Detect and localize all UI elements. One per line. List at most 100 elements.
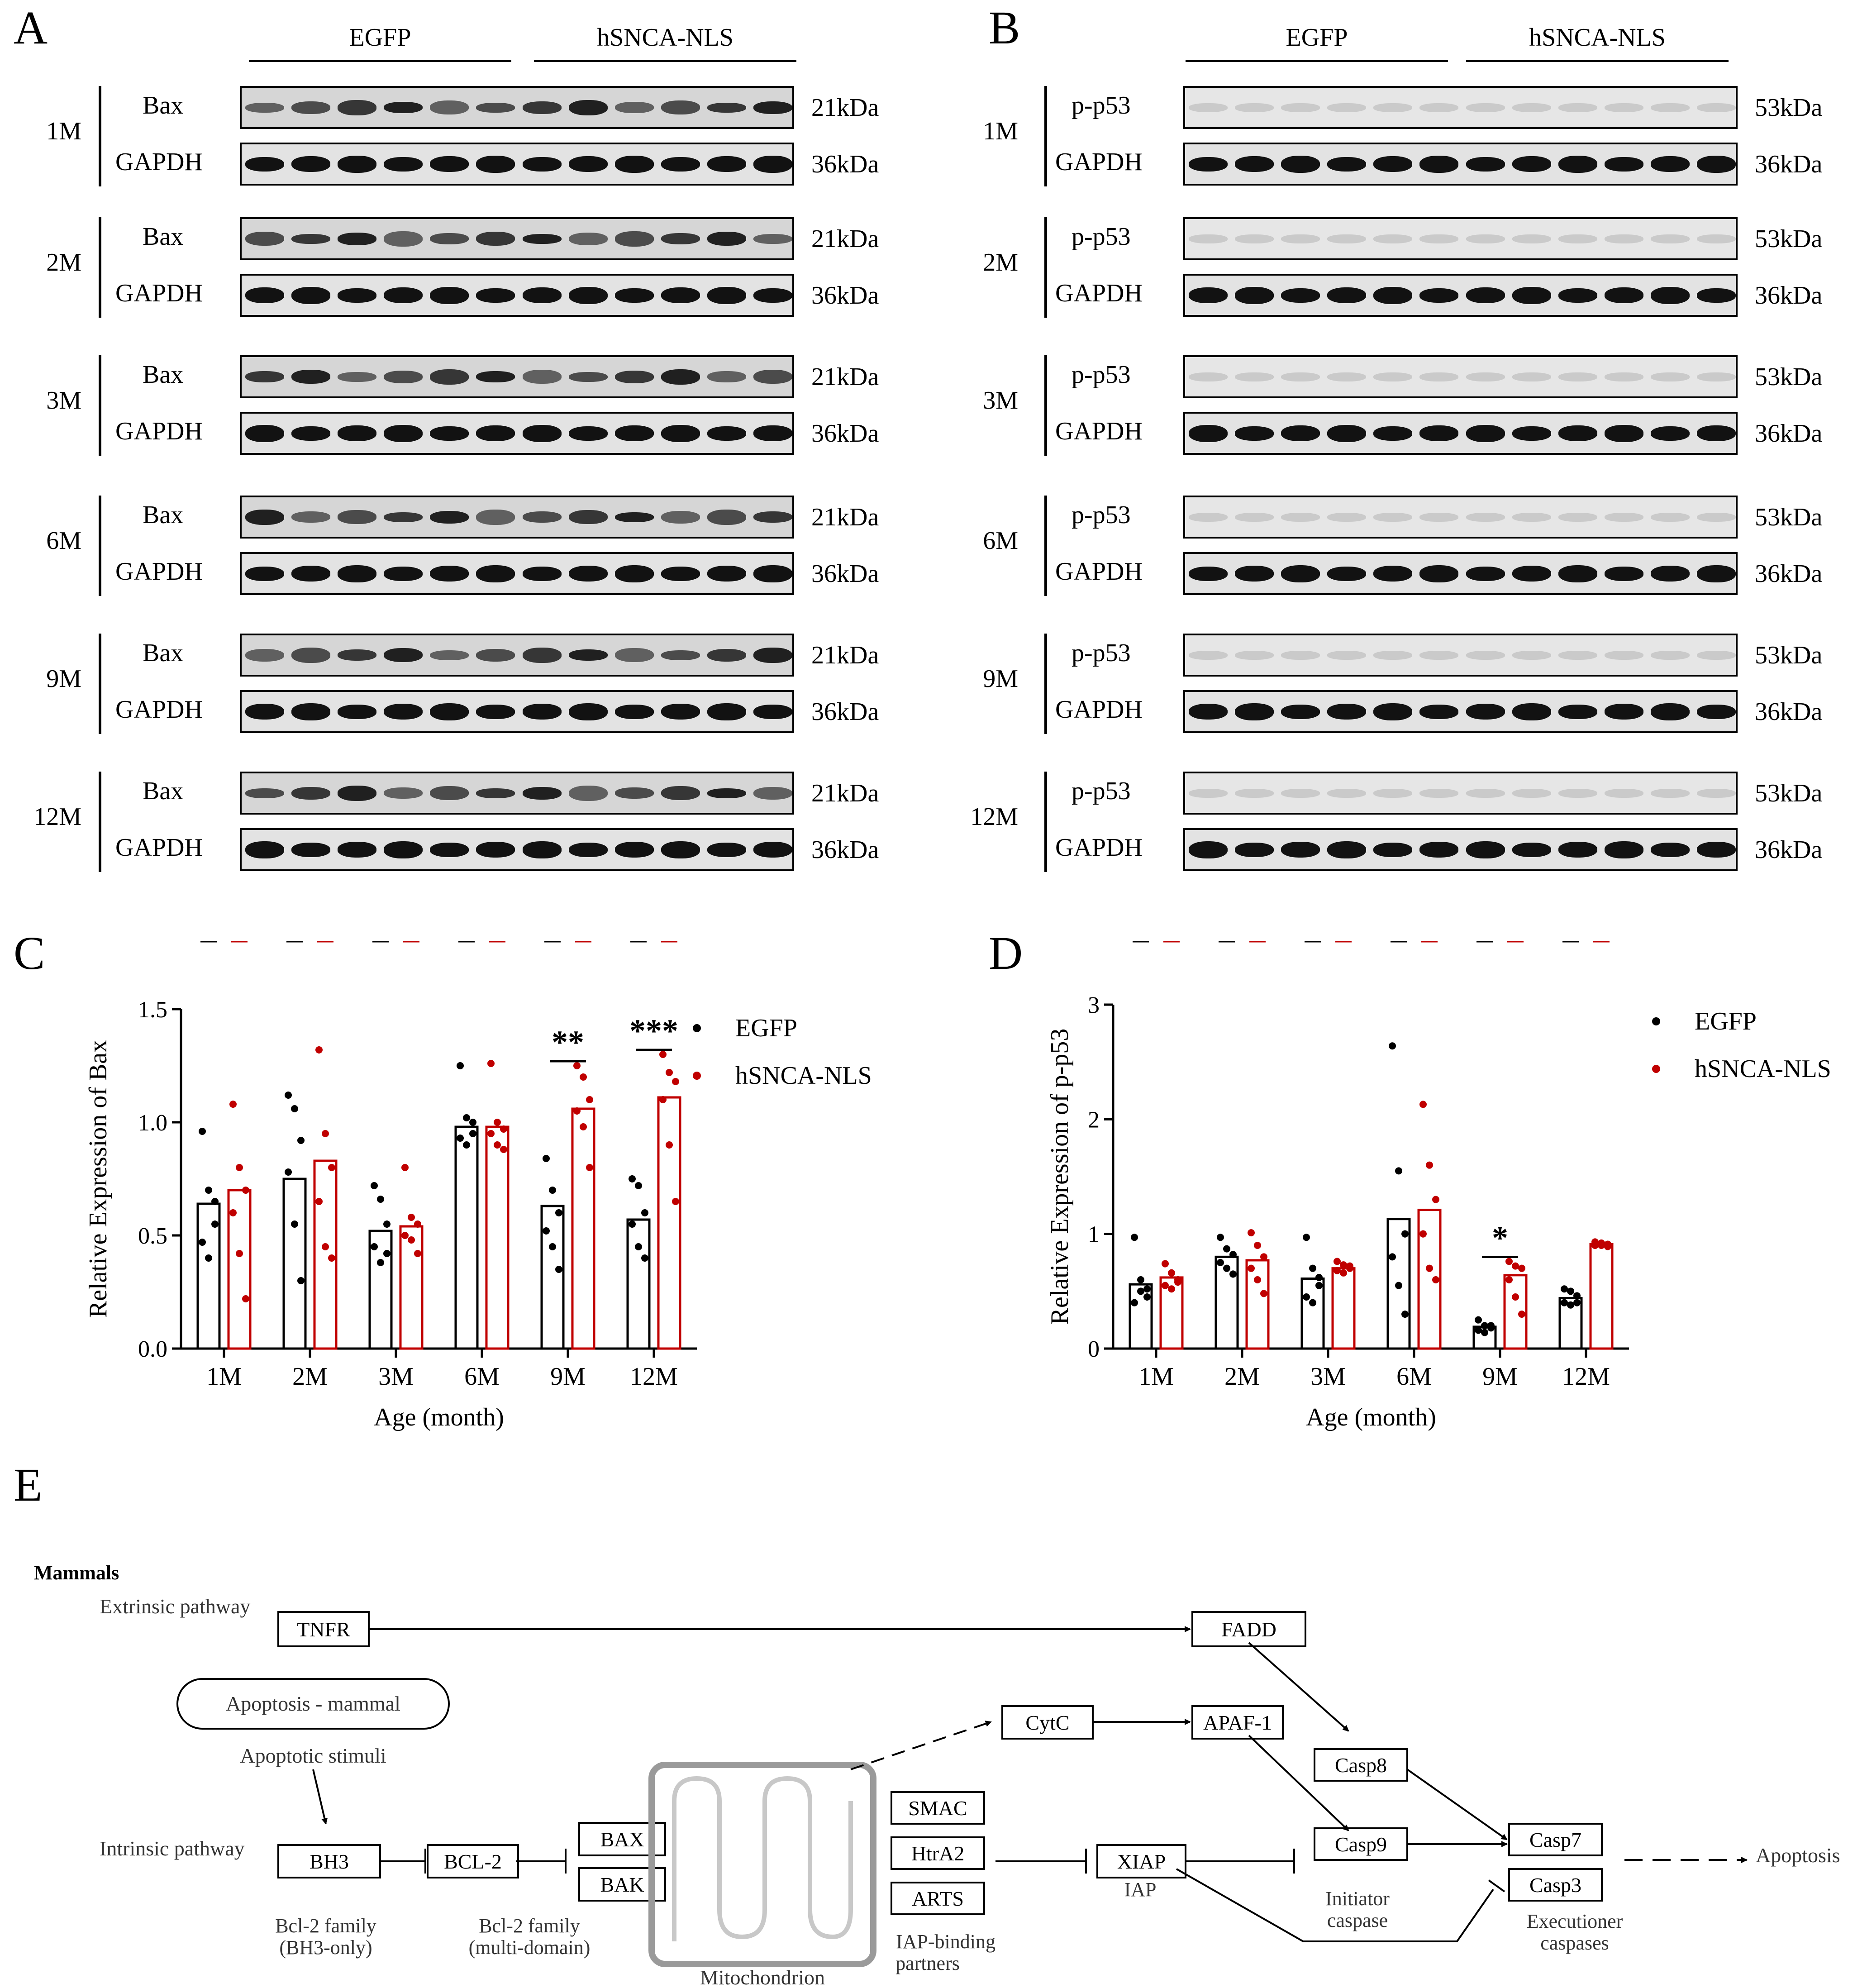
bar-hsnca-nls	[1159, 1276, 1184, 1350]
molecular-weight-label: 53kDa	[1755, 225, 1823, 253]
blot-band	[1512, 842, 1551, 857]
loading-control-label: GAPDH	[1055, 417, 1143, 445]
blot-band	[1327, 372, 1367, 381]
blot-band	[1650, 234, 1690, 243]
data-point	[549, 1187, 556, 1194]
blot-band	[614, 370, 654, 383]
blot-month-label: 3M	[46, 386, 81, 415]
data-point	[1174, 1278, 1181, 1286]
data-point	[1395, 1167, 1402, 1175]
blot-band	[1373, 788, 1413, 798]
y-axis-label: Relative Expression of p-p53	[1046, 1029, 1074, 1325]
data-point	[371, 1243, 378, 1250]
blot-band	[753, 787, 792, 800]
molecular-weight-label: 36kDa	[1755, 150, 1823, 178]
data-point	[1248, 1264, 1255, 1272]
data-point	[229, 1101, 237, 1108]
blot-band	[291, 787, 331, 800]
node-htra2-box[interactable]	[891, 1836, 985, 1870]
blot-band	[1650, 156, 1690, 172]
target-blot-strip	[240, 86, 794, 129]
blot-band	[384, 566, 423, 581]
target-protein-label: Bax	[143, 91, 184, 119]
blot-band	[707, 842, 746, 857]
node-casp9-box[interactable]	[1314, 1827, 1408, 1861]
blot-band	[1466, 650, 1505, 660]
blot-band	[1650, 286, 1690, 304]
node-casp7-box[interactable]	[1508, 1823, 1603, 1856]
node-bcl2-box[interactable]	[427, 1844, 519, 1878]
node-tnfr-box[interactable]	[277, 1611, 370, 1647]
blot-band	[245, 704, 285, 720]
node-xiap-box[interactable]	[1096, 1844, 1186, 1878]
blot-band	[1373, 512, 1413, 522]
x-tick-label: 6M	[464, 1363, 500, 1391]
blot-band	[245, 232, 285, 246]
blot-band	[476, 371, 515, 382]
node-fadd-box[interactable]	[1191, 1611, 1306, 1647]
node-arts-box[interactable]	[891, 1882, 985, 1915]
blot-band	[1189, 234, 1228, 243]
blot-band	[338, 704, 377, 719]
molecular-weight-label: 36kDa	[811, 560, 879, 588]
group-header-egfp: EGFP	[1286, 24, 1348, 52]
mammals-header: Mammals	[34, 1562, 119, 1584]
loading-control-label: GAPDH	[115, 417, 203, 445]
blot-band	[245, 287, 285, 303]
blot-bracket	[99, 355, 101, 456]
blot-band	[384, 841, 423, 858]
blot-band	[1189, 566, 1228, 581]
blot-band	[1558, 288, 1597, 303]
blot-bracket	[1044, 217, 1047, 318]
data-point	[555, 1266, 562, 1273]
blot-band	[338, 565, 377, 582]
data-point	[573, 1062, 581, 1069]
intrinsic-pathway-label: Intrinsic pathway	[100, 1837, 245, 1860]
blot-band	[1373, 103, 1413, 112]
blot-band	[1512, 650, 1551, 660]
y-axis-label: Relative Expression of Bax	[84, 1040, 112, 1318]
blot-band	[753, 288, 792, 303]
blot-band	[1235, 566, 1274, 582]
blot-band	[291, 842, 331, 857]
data-point	[1315, 1273, 1323, 1281]
node-casp8-box[interactable]	[1314, 1748, 1408, 1782]
target-blot-strip	[1183, 217, 1738, 260]
blot-band	[661, 510, 700, 524]
blot-band	[338, 288, 377, 303]
data-point	[1505, 1276, 1513, 1283]
legend-marker	[693, 1024, 701, 1032]
node-casp8-label: Casp8	[1335, 1754, 1387, 1777]
blot-band	[1327, 841, 1367, 858]
apoptosis-output-label: Apoptosis	[1756, 1844, 1840, 1867]
blot-band	[291, 647, 331, 663]
blot-band	[338, 785, 377, 801]
blot-band	[1466, 512, 1505, 522]
apoptosis-mammal-map-box[interactable]	[176, 1678, 450, 1730]
data-point	[586, 1096, 593, 1103]
panel-label-c: C	[14, 927, 45, 979]
blot-band	[1373, 156, 1413, 172]
blot-band	[1327, 566, 1367, 581]
data-point	[1573, 1299, 1581, 1306]
data-point	[1254, 1276, 1261, 1283]
group-underline	[534, 60, 796, 62]
blot-band	[291, 426, 331, 441]
blot-band	[661, 650, 700, 660]
blot-band	[476, 704, 515, 719]
node-casp3-box[interactable]	[1508, 1868, 1603, 1902]
data-point	[315, 1046, 323, 1054]
node-smac-box[interactable]	[891, 1791, 985, 1825]
node-apaf1-box[interactable]	[1191, 1705, 1284, 1740]
data-point	[1487, 1322, 1495, 1330]
molecular-weight-label: 21kDa	[811, 503, 879, 531]
blot-band	[1696, 425, 1736, 441]
data-point	[1229, 1270, 1237, 1278]
mitochondrion-cristae	[672, 1776, 853, 1941]
bar-hsnca-nls	[1503, 1274, 1528, 1350]
blot-band	[707, 232, 746, 246]
blot-band	[476, 648, 515, 662]
blot-band	[522, 841, 562, 858]
